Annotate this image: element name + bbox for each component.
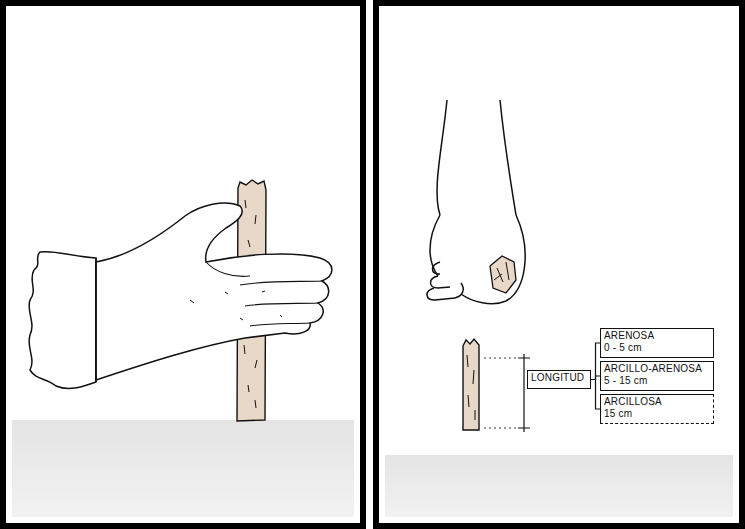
- bracket-connector: [591, 380, 600, 410]
- box-heading: ARENOSA: [604, 330, 710, 342]
- box-value: 0 - 5 cm: [604, 342, 710, 354]
- box-heading: ARCILLO-ARENOSA: [604, 363, 710, 375]
- panel-frame: [3, 3, 363, 526]
- panel-footer: [12, 420, 354, 517]
- hand: [427, 100, 525, 304]
- box-heading: ARCILLOSA: [604, 396, 710, 408]
- bracket-connector: [591, 343, 600, 380]
- dimension-line: [484, 354, 530, 432]
- text-box: ARCILLO-ARENOSA5 - 15 cm: [600, 361, 714, 391]
- bracket-connector: [591, 376, 600, 380]
- panel-footer: [385, 455, 733, 517]
- box-heading: LONGITUD: [531, 372, 587, 384]
- panel-frame: [376, 3, 742, 526]
- box-value: 15 cm: [604, 408, 710, 420]
- soil-piece: [490, 256, 516, 293]
- text-box: ARENOSA0 - 5 cm: [600, 328, 714, 358]
- text-box: ARCILLOSA15 cm: [600, 394, 714, 424]
- text-box: LONGITUD: [527, 370, 591, 389]
- hand: [29, 203, 332, 389]
- box-value: 5 - 15 cm: [604, 375, 710, 387]
- soil-cylinder: [463, 339, 479, 430]
